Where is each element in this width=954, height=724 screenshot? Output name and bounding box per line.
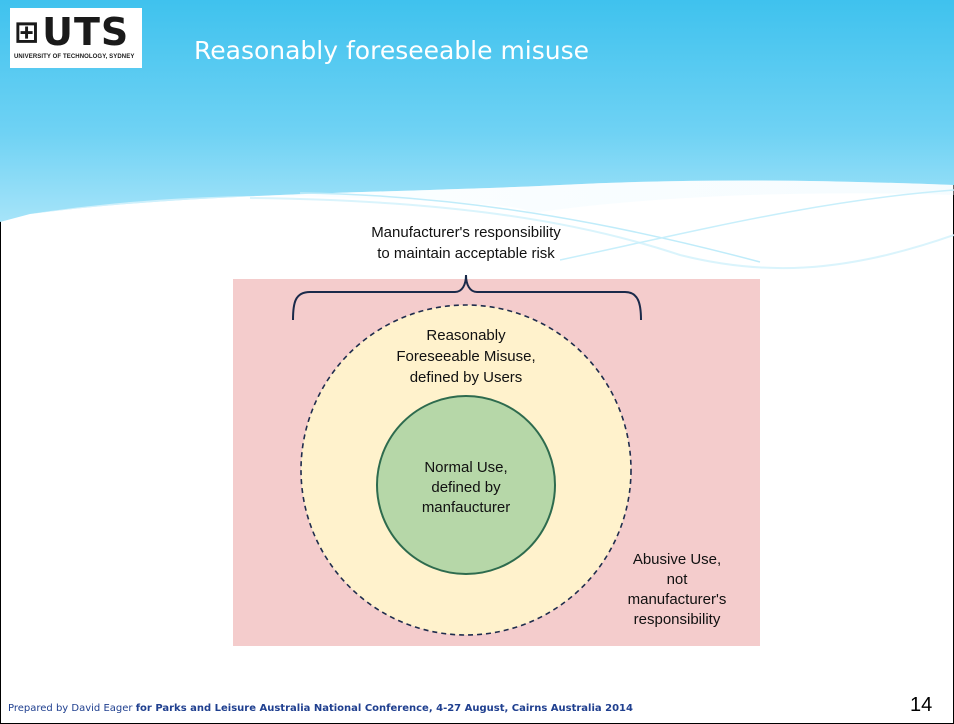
normal-use-label-line1: Normal Use, xyxy=(424,459,507,476)
misuse-label-line2: Foreseeable Misuse, xyxy=(396,348,535,365)
footer-prefix: Prepared by David Eager xyxy=(8,703,136,714)
misuse-label-line3: defined by Users xyxy=(410,369,523,386)
responsibility-label-line2: to maintain acceptable risk xyxy=(377,245,555,262)
responsibility-brace xyxy=(292,274,642,321)
slide-title: Reasonably foreseeable misuse xyxy=(194,36,590,65)
logo-wordmark-text: UTS xyxy=(42,10,130,54)
abusive-use-label-line3: manufacturer's xyxy=(628,591,727,608)
normal-use-label-line2: defined by xyxy=(431,479,501,496)
abusive-use-label-line2: not xyxy=(667,571,689,588)
page-number: 14 xyxy=(910,694,933,716)
footer-event: for Parks and Leisure Australia National… xyxy=(135,703,633,714)
abusive-use-label-line1: Abusive Use, xyxy=(633,551,721,568)
uts-logo: ⊞UTS UNIVERSITY OF TECHNOLOGY, SYDNEY xyxy=(10,8,142,68)
header-band xyxy=(0,0,954,270)
logo-subtitle: UNIVERSITY OF TECHNOLOGY, SYDNEY xyxy=(14,54,135,60)
uts-emblem-icon: ⊞ xyxy=(14,15,41,50)
abusive-use-label-line4: responsibility xyxy=(634,611,721,628)
normal-use-label-line3: manfaucturer xyxy=(422,499,510,516)
normal-use-circle xyxy=(376,395,556,575)
responsibility-label-line1: Manufacturer's responsibility xyxy=(371,224,561,241)
misuse-label-line1: Reasonably xyxy=(426,327,506,344)
footer-credit: Prepared by David Eager for Parks and Le… xyxy=(8,703,633,714)
uts-wordmark: ⊞UTS xyxy=(14,12,129,53)
